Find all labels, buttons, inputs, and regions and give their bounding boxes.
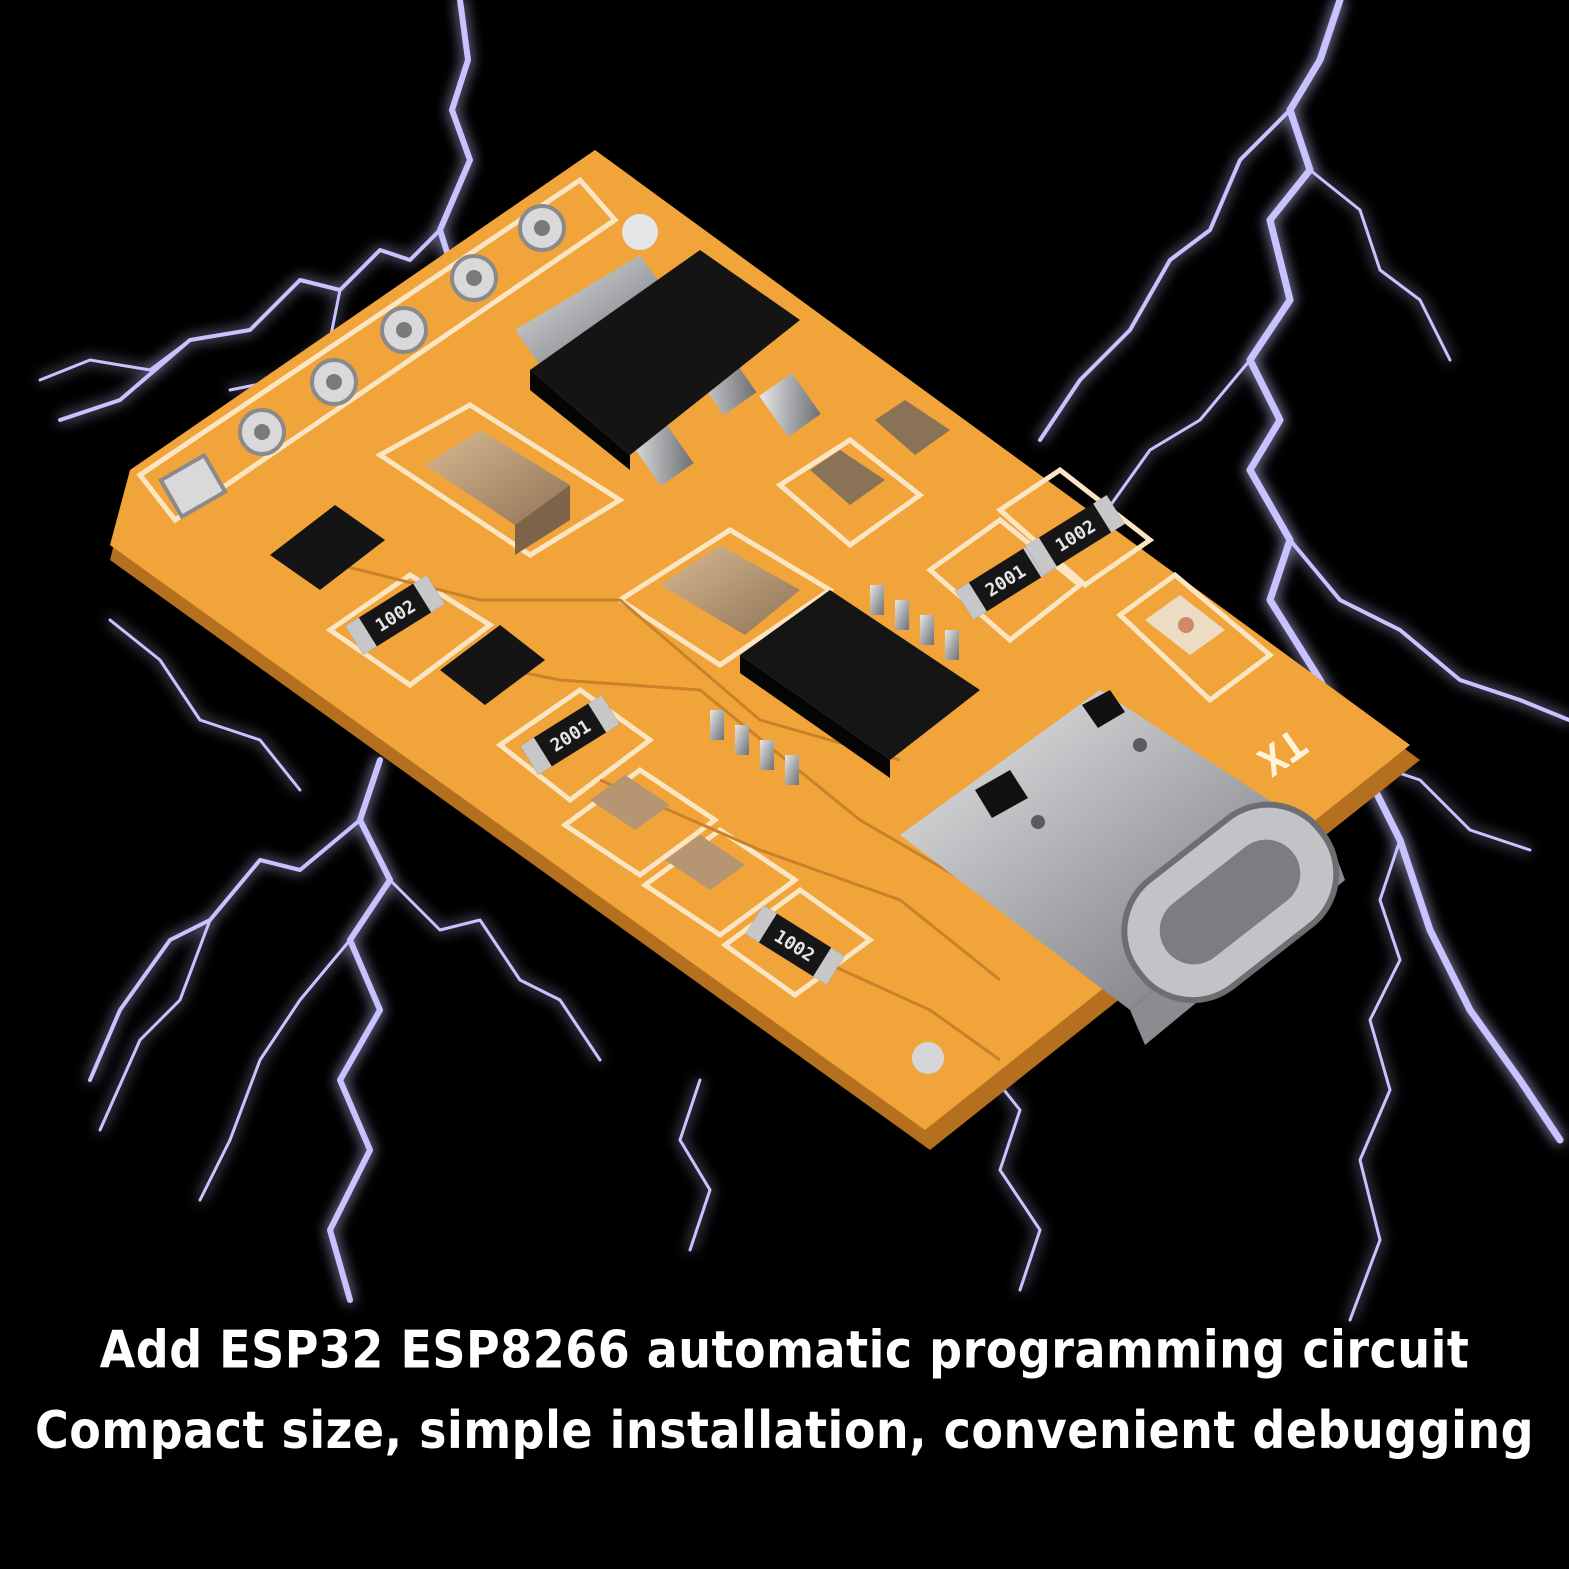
- transistors: [270, 505, 545, 705]
- resistors: 1002 2001 1002 2001: [345, 495, 1125, 985]
- capacitors: [425, 400, 950, 890]
- caption-line-2: Compact size, simple installation, conve…: [34, 1400, 1535, 1461]
- caption-line-1: Add ESP32 ESP8266 automatic programming …: [99, 1319, 1470, 1380]
- lightning-bolt-icon: [38, 0, 1569, 1322]
- voltage-regulator: [515, 250, 821, 487]
- caption: Add ESP32 ESP8266 automatic programming …: [0, 1309, 1569, 1470]
- header-pads: [158, 204, 944, 1074]
- usb-c-port-icon: [900, 690, 1345, 1045]
- led: [1145, 595, 1225, 655]
- ic-chip: [710, 585, 980, 785]
